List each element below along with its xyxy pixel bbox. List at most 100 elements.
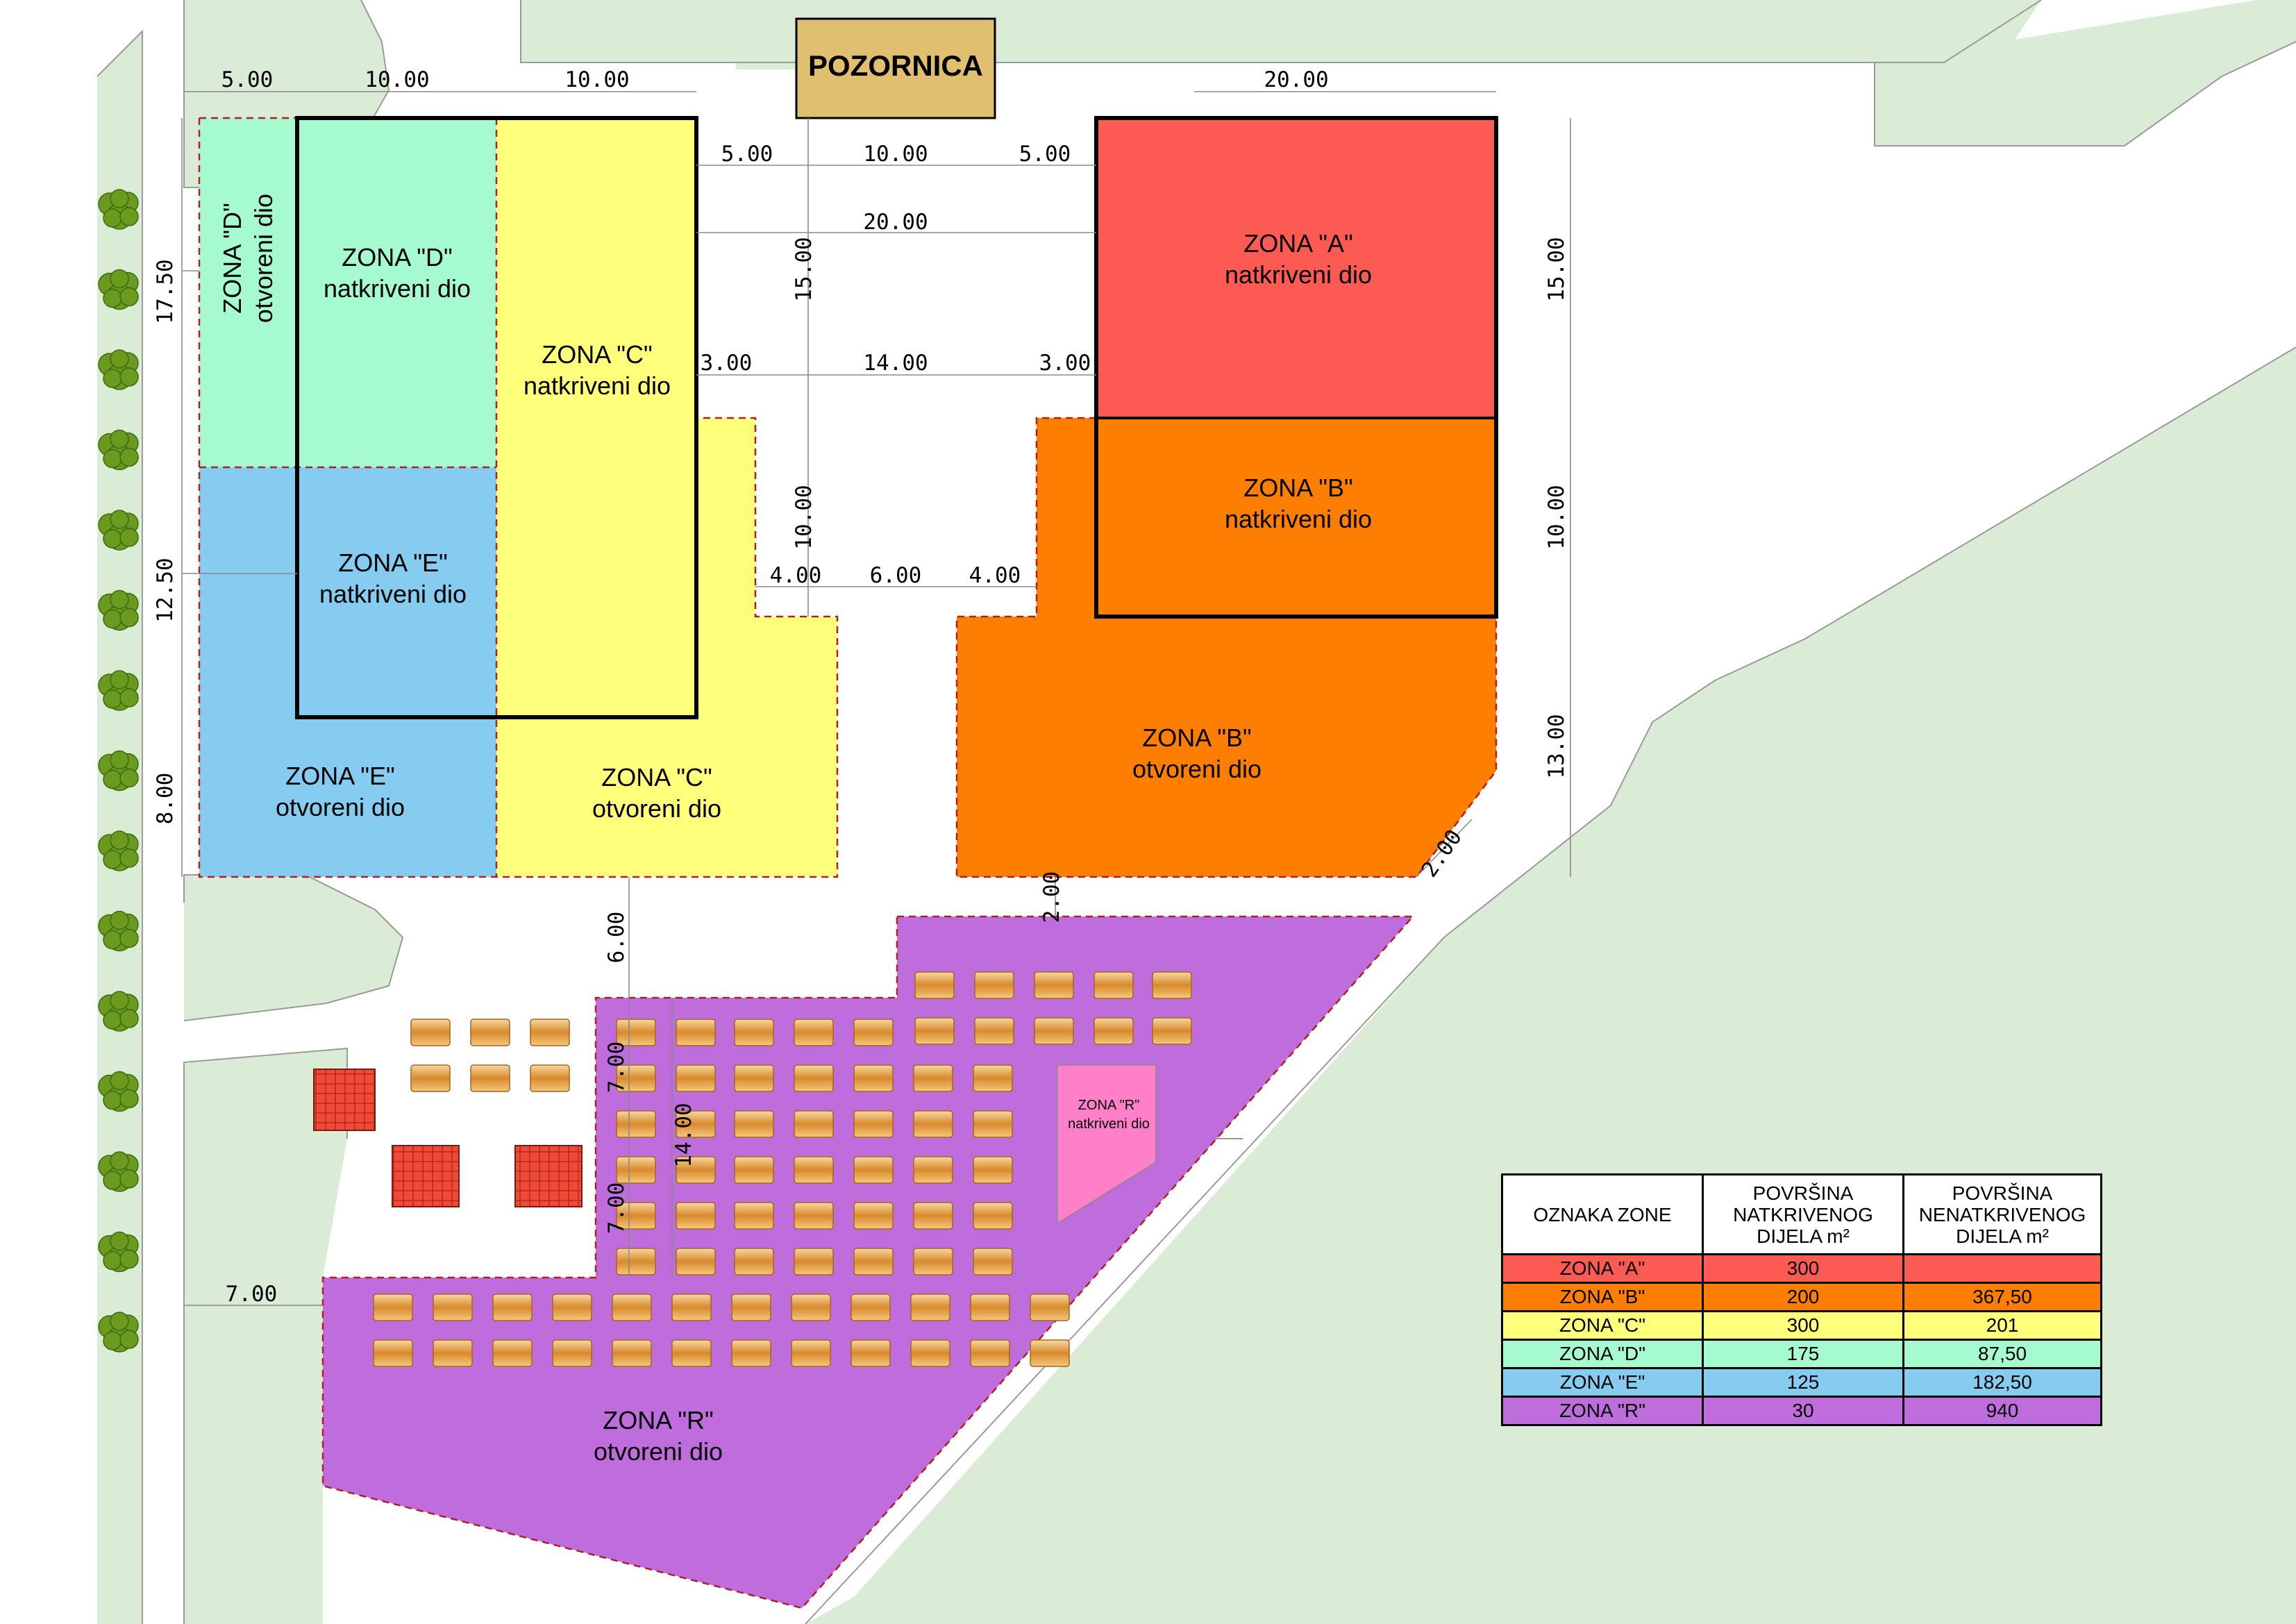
dim-label: 20.00 (863, 210, 928, 235)
dim-label: 15.00 (1544, 237, 1569, 301)
grass-left-mid (184, 875, 403, 1021)
bench (616, 1248, 656, 1275)
dim-label: 10.00 (564, 67, 629, 92)
table-cell-open: 940 (1902, 1396, 2102, 1426)
bench (913, 1248, 953, 1275)
bench (731, 1339, 771, 1367)
dim-label: 20.00 (1264, 67, 1328, 92)
dim-label: 8.00 (153, 773, 178, 825)
bench (616, 1156, 656, 1184)
bench (973, 1064, 1013, 1092)
zone-r-open-sublabel: otvoreni dio (594, 1437, 723, 1466)
table-cell-open: 87,50 (1902, 1339, 2102, 1369)
dim-label: 10.00 (791, 485, 816, 549)
dim-label: 13.00 (1544, 714, 1569, 778)
bench (913, 1110, 953, 1138)
kiosks (313, 1069, 583, 1207)
zone-e-covered-sublabel: natkriveni dio (319, 580, 467, 608)
zone-c-covered-label: ZONA "C" (542, 340, 653, 369)
tree-icon (98, 189, 139, 230)
dim-label: 4.00 (770, 563, 822, 588)
tree-row (98, 189, 139, 1353)
bench (794, 1202, 834, 1230)
bench (1034, 971, 1074, 999)
table-cell-covered: 300 (1702, 1253, 1904, 1284)
tree-icon (98, 1071, 139, 1112)
zone-b-covered-sublabel: natkriveni dio (1225, 505, 1372, 533)
zone-area-table: OZNAKA ZONE POVRŠINA NATKRIVENOG DIJELA … (1501, 1173, 2102, 1426)
bench (853, 1156, 894, 1184)
dim-label: 3.00 (1039, 351, 1091, 376)
table-cell-covered: 200 (1702, 1282, 1904, 1312)
tree-icon (98, 750, 139, 792)
table-row: ZONA "A" 300 (1501, 1253, 2102, 1284)
bench (910, 1339, 950, 1367)
table-cell-zone: ZONA "R" (1501, 1396, 1704, 1426)
bench (850, 1294, 891, 1321)
bench (913, 1202, 953, 1230)
bench (734, 1019, 774, 1046)
bench (676, 1202, 716, 1230)
bench (974, 1017, 1014, 1045)
dim-label: 6.00 (604, 912, 629, 964)
dim-label: 14.00 (863, 351, 928, 376)
tree-icon (98, 349, 139, 390)
table-cell-open: 201 (1902, 1310, 2102, 1341)
table-cell-open: 182,50 (1902, 1367, 2102, 1398)
tree-icon (98, 1231, 139, 1273)
bench (970, 1294, 1010, 1321)
bench (1152, 971, 1192, 999)
bench (734, 1202, 774, 1230)
bench (734, 1156, 774, 1184)
bench (914, 1017, 955, 1045)
zone-boundaries (198, 117, 1498, 1609)
table-row: ZONA "E" 125 182,50 (1501, 1367, 2102, 1398)
bench (676, 1064, 716, 1092)
zone-e-covered-label: ZONA "E" (338, 549, 448, 577)
tree-icon (98, 670, 139, 711)
bench (794, 1110, 834, 1138)
covered-outlines (295, 116, 1498, 719)
zones (199, 118, 1496, 1608)
dim-label: 7.00 (226, 1282, 278, 1307)
zone-d-covered-label: ZONA "D" (342, 243, 453, 271)
zone-a-fill (1096, 118, 1496, 418)
dim-label: 14.00 (671, 1103, 696, 1167)
zone-d-open-sublabel: otvoreni dio (249, 194, 278, 323)
table-header: POVRŠINA NATKRIVENOG DIJELA m² (1702, 1173, 1904, 1255)
bench (552, 1294, 592, 1321)
dim-label: 10.00 (1544, 485, 1569, 549)
bench (913, 1156, 953, 1184)
bench (973, 1202, 1013, 1230)
bench (1093, 1017, 1134, 1045)
zone-a-covered-label: ZONA "A" (1243, 229, 1353, 258)
tree-icon (98, 1151, 139, 1192)
bench (492, 1294, 533, 1321)
zone-b-fill (957, 418, 1496, 877)
stage: POZORNICA (795, 17, 996, 119)
dim-label: 6.00 (870, 563, 922, 588)
table-header-row: OZNAKA ZONE POVRŠINA NATKRIVENOG DIJELA … (1501, 1173, 2102, 1255)
dim-label: 7.00 (604, 1182, 629, 1234)
bench (973, 1156, 1013, 1184)
zone-c-open-sublabel: otvoreni dio (592, 794, 721, 823)
bench (671, 1294, 712, 1321)
table-cell-zone: ZONA "B" (1501, 1282, 1704, 1312)
table-cell-zone: ZONA "C" (1501, 1310, 1704, 1341)
grass-left-lower (184, 1048, 347, 1624)
bench (1152, 1017, 1192, 1045)
tree-icon (98, 589, 139, 631)
bench (616, 1064, 656, 1092)
bench (492, 1339, 533, 1367)
bench (853, 1202, 894, 1230)
bench (616, 1110, 656, 1138)
bench (974, 971, 1014, 999)
bench (791, 1294, 831, 1321)
bench (470, 1019, 510, 1046)
bench (791, 1339, 831, 1367)
bench (671, 1339, 712, 1367)
bench (1093, 971, 1134, 999)
bench (794, 1019, 834, 1046)
bench (470, 1064, 510, 1092)
tree-icon (98, 429, 139, 471)
